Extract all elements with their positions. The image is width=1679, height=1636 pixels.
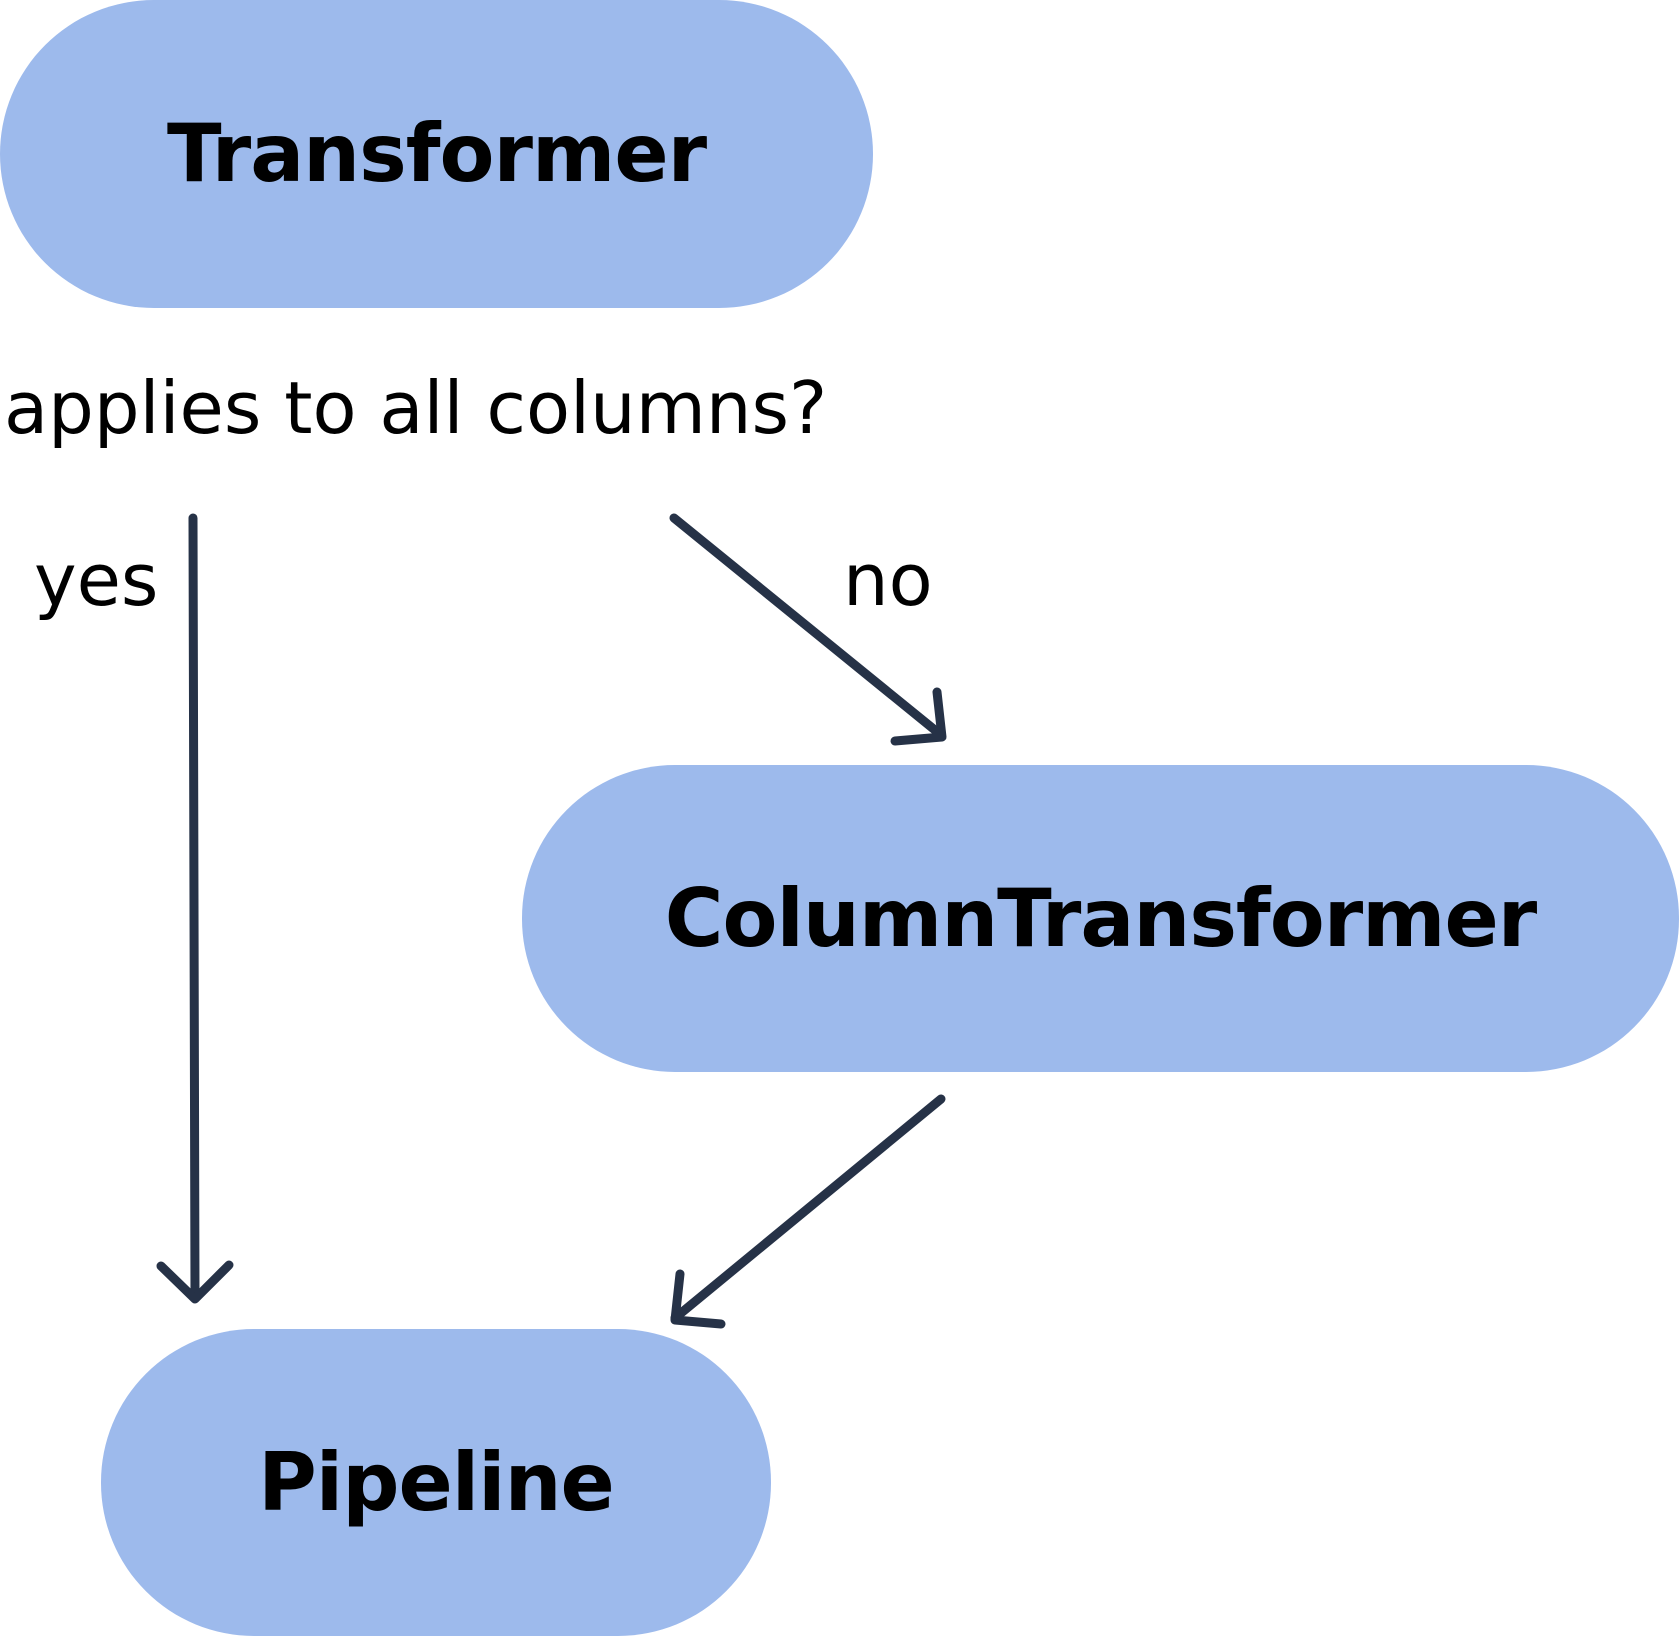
arrow-column-to-pipeline [670, 1094, 946, 1329]
no-label: no [843, 538, 933, 622]
transformer-node: Transformer [0, 0, 873, 308]
decision-question: applies to all columns? [4, 366, 828, 450]
arrow-no [669, 513, 947, 746]
yes-label: yes [34, 538, 159, 622]
column-transformer-node-label: ColumnTransformer [664, 871, 1537, 965]
transformer-node-label: Transformer [166, 107, 707, 200]
column-transformer-node: ColumnTransformer [522, 765, 1679, 1072]
pipeline-node-label: Pipeline [258, 1435, 615, 1529]
arrow-yes [156, 513, 234, 1304]
pipeline-node: Pipeline [101, 1329, 771, 1636]
